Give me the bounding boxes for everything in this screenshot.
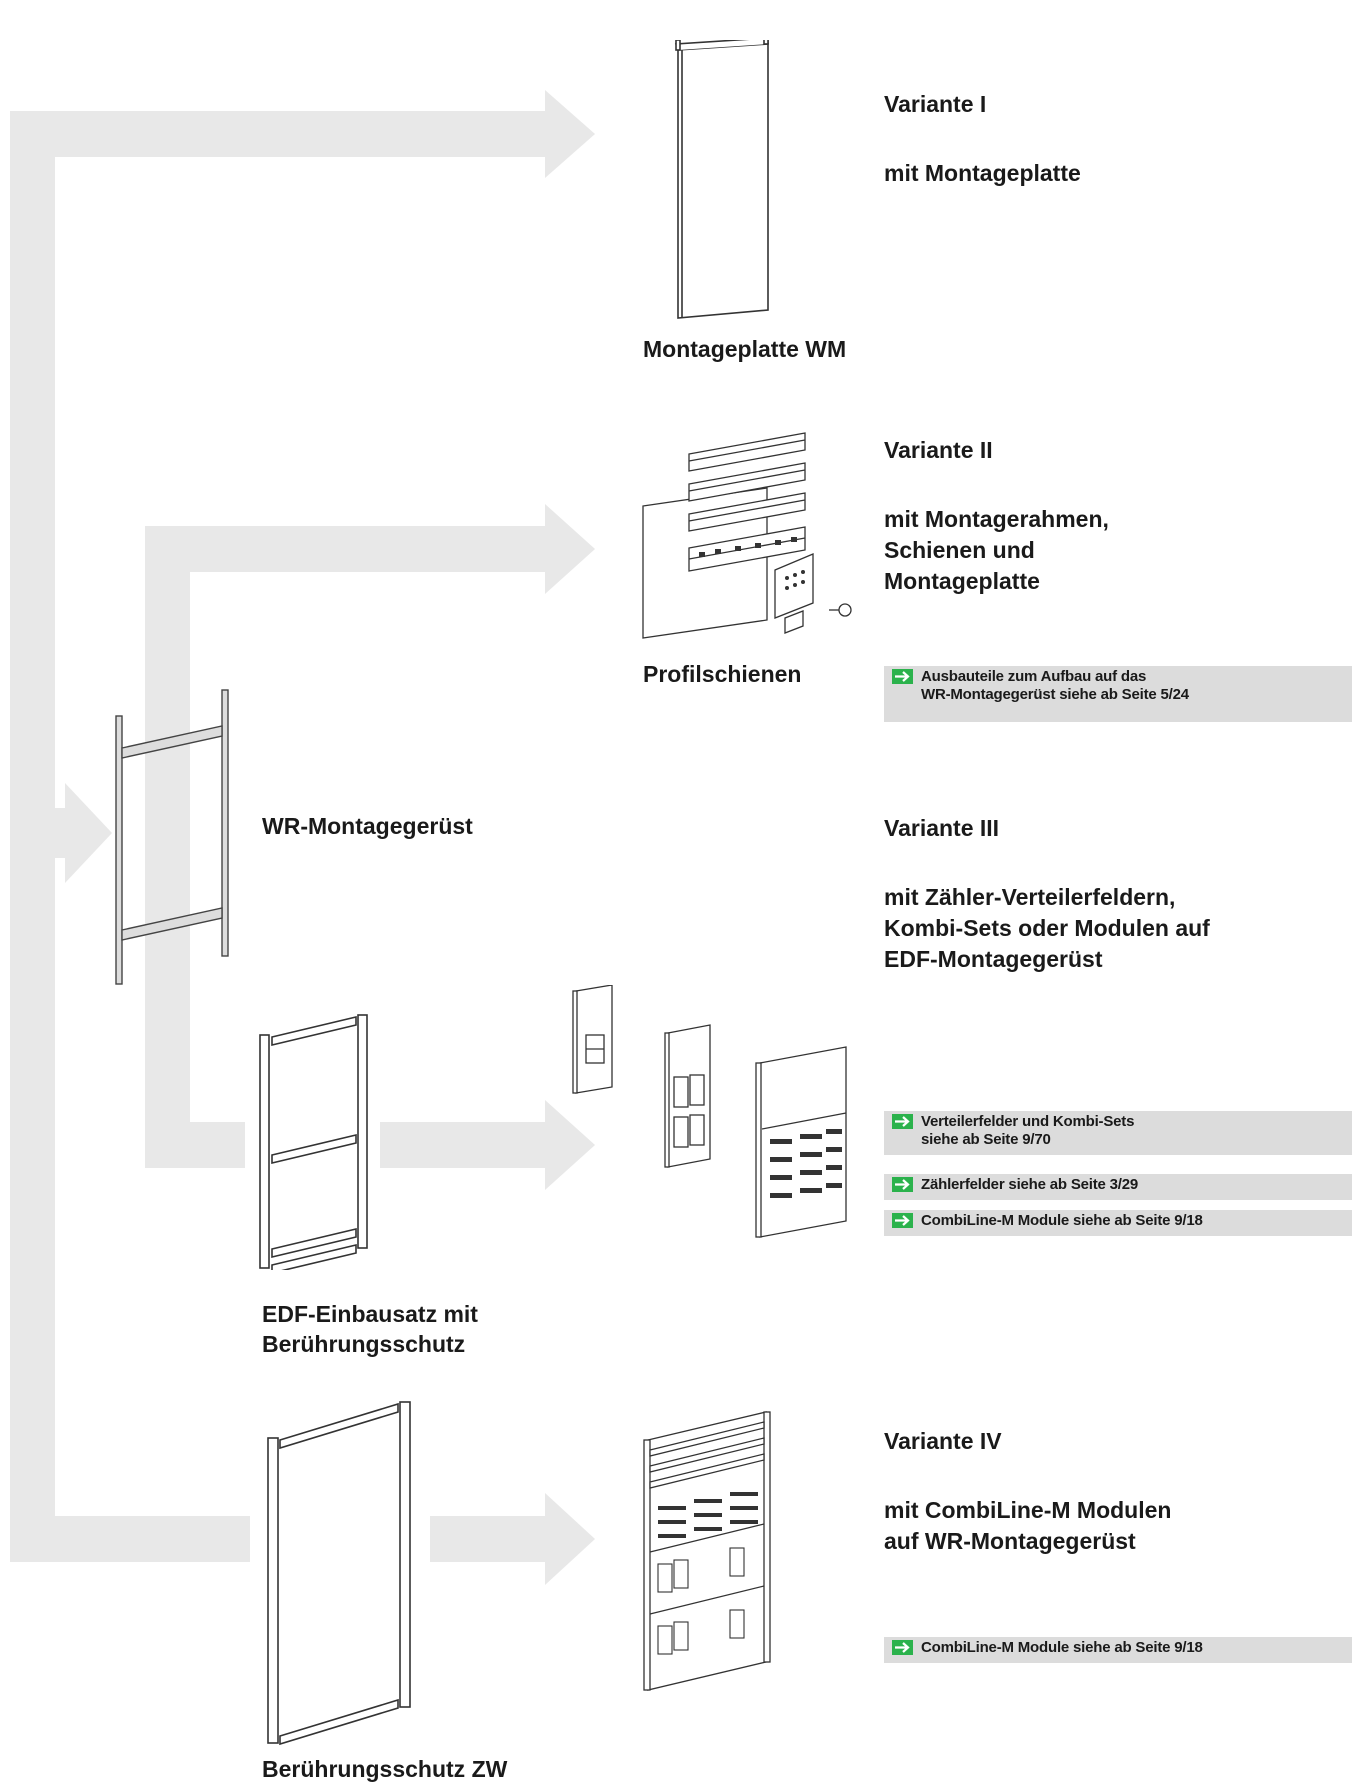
variant-3-desc-1: mit Zähler-Verteilerfeldern, [884,884,1176,910]
variant-4-desc-2: auf WR-Montagegerüst [884,1528,1136,1554]
label-edf-line1: EDF-Einbausatz mit [262,1301,478,1327]
arrow-right-icon [892,1114,913,1129]
variant-1-desc: mit Montageplatte [884,160,1081,186]
variant-1-title: Variante I [884,91,987,117]
reference-text: Verteilerfelder und Kombi-Sets siehe ab … [921,1113,1135,1148]
reference-text: CombiLine-M Module siehe ab Seite 9/18 [921,1212,1203,1229]
flow-branch-3b [380,1122,555,1168]
label-touch-protection: Berührungsschutz ZW [262,1756,508,1782]
flow-branch-4 [10,1516,250,1562]
variant-3-desc-3: EDF-Montagegerüst [884,946,1103,972]
variant-2-desc-1: mit Montagerahmen, [884,506,1109,532]
variant-2-desc-3: Montageplatte [884,568,1040,594]
flow-branch-4b [430,1516,555,1562]
reference-box[interactable]: CombiLine-M Module siehe ab Seite 9/18 [884,1210,1352,1236]
variant-4-desc-1: mit CombiLine-M Modulen [884,1497,1172,1523]
profile-rails-illustration [642,432,852,639]
flow-branch-3 [145,1122,245,1168]
mounting-plate-illustration [674,40,769,319]
arrow-right-icon [892,1177,913,1192]
label-profile-rails: Profilschienen [643,661,802,687]
distribution-fields-illustration [572,985,847,1238]
flow-arrowhead-2 [545,504,595,594]
reference-box[interactable]: Verteilerfelder und Kombi-Sets siehe ab … [884,1111,1352,1155]
reference-text: CombiLine-M Module siehe ab Seite 9/18 [921,1639,1203,1656]
flow-arrowhead-1 [545,90,595,178]
variant-3-desc-2: Kombi-Sets oder Modulen auf [884,915,1210,941]
reference-text: Zählerfelder siehe ab Seite 3/29 [921,1176,1139,1193]
flow-arrowhead-4 [545,1493,595,1585]
reference-text: Ausbauteile zum Aufbau auf das WR-Montag… [921,668,1189,703]
arrow-right-icon [892,1213,913,1228]
flow-trunk-inner [145,526,190,1168]
arrow-right-icon [892,1640,913,1655]
variant-2-title: Variante II [884,437,993,463]
wr-frame-illustration [115,689,229,985]
flow-arrowhead-wr [65,783,112,883]
reference-box[interactable]: CombiLine-M Module siehe ab Seite 9/18 [884,1637,1352,1663]
reference-box[interactable]: Ausbauteile zum Aufbau auf das WR-Montag… [884,666,1352,722]
variant-4-title: Variante IV [884,1428,1002,1454]
label-wr-frame: WR-Montagegerüst [262,813,473,839]
flow-branch-2 [145,526,555,572]
flow-branch-1 [10,111,555,157]
touch-protection-illustration [267,1401,411,1746]
variant-2-desc-2: Schienen und [884,537,1035,563]
label-mounting-plate: Montageplatte WM [643,336,847,362]
reference-box[interactable]: Zählerfelder siehe ab Seite 3/29 [884,1174,1352,1200]
flow-arrowhead-3 [545,1100,595,1190]
combiline-modules-illustration [643,1411,771,1691]
arrow-right-icon [892,669,913,684]
flow-trunk-left [10,111,55,1562]
edf-frame-illustration [259,1014,368,1270]
label-edf-line2: Berührungsschutz [262,1331,466,1357]
variant-3-title: Variante III [884,815,1000,841]
